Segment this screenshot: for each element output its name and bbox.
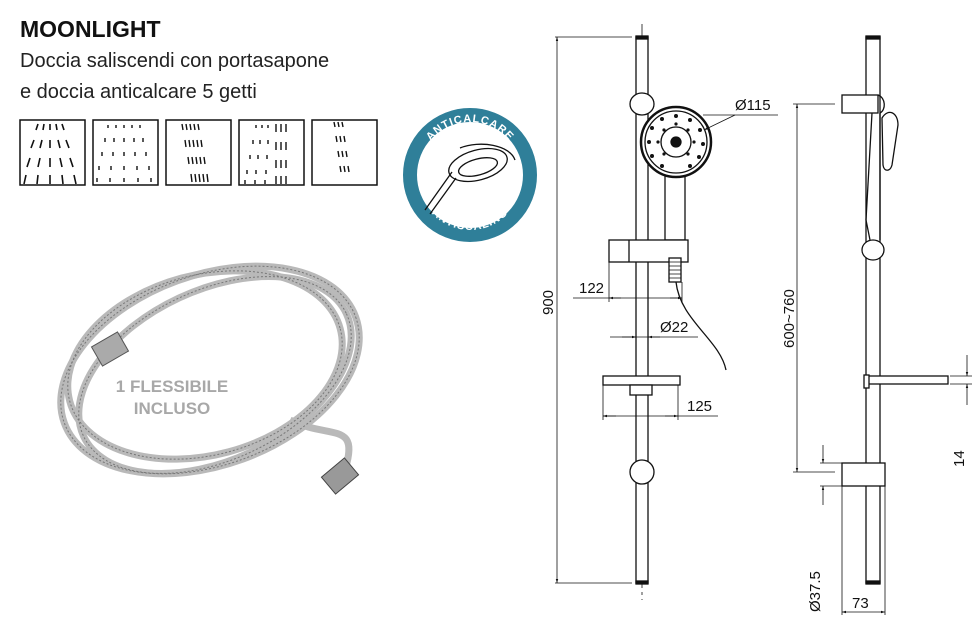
shower-head-cleaning-icon [424,143,516,215]
dim-soap-thickness: 14 [951,450,968,467]
flexible-hose-image [57,262,363,495]
hand-shower-front [639,105,713,241]
spray-icon-4 [238,119,305,186]
dim-soap-width: 125 [687,398,712,415]
product-title: MOONLIGHT [20,16,161,42]
anticalcare-badge: ANTICALCARE ANTISCALING [403,108,537,242]
front-view [555,24,778,600]
spray-icon-2 [92,119,159,186]
hose-nut-icon [90,331,130,367]
dim-bracket-diameter: Ø37.5 [807,571,824,612]
side-view [793,35,972,615]
hose-label-line1: 1 FLESSIBILE [115,377,229,396]
dim-bracket-offset: 122 [579,280,604,297]
product-description-line2: e doccia anticalcare 5 getti [20,81,257,103]
spray-icon-1 [19,119,86,186]
dim-head-diameter: Ø115 [735,97,771,114]
spray-icon-5 [311,119,378,186]
dim-bar-diameter: Ø22 [660,319,688,336]
spray-mode-icons [19,119,378,186]
dim-total-height: 900 [540,290,557,315]
spray-icon-3 [165,119,232,186]
product-description-line1: Doccia saliscendi con portasapone [20,50,330,72]
hose-connector-icon [320,457,360,495]
dim-adjust-range: 600~760 [781,289,798,348]
hose-label-line2: INCLUSO [133,399,211,418]
dim-wall-depth: 73 [852,595,869,612]
